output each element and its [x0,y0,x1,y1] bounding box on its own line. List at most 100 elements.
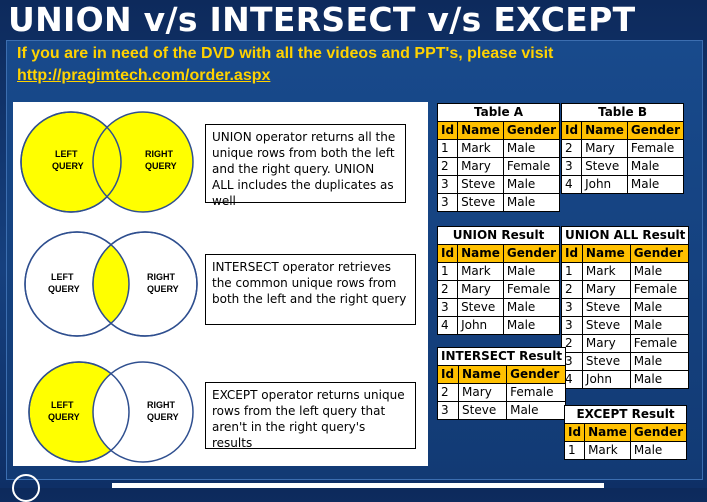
table-cell: Male [629,441,688,460]
svg-text:RIGHT: RIGHT [147,272,176,282]
page-title: UNION v/s INTERSECT v/s EXCEPT [8,0,636,39]
column-header: Id [436,365,460,384]
table-cell: 3 [436,193,459,212]
table-cell: 4 [436,316,459,335]
table-cell: 1 [436,139,459,158]
table-cell: Steve [457,175,504,194]
table-cell: Male [629,262,690,281]
table-cell: Mark [457,139,504,158]
column-header: Id [436,244,459,263]
promo-block: If you are in need of the DVD with all t… [17,43,553,87]
table-caption: Table A [436,103,561,122]
table-cell: 3 [436,401,460,420]
column-header: Id [436,121,459,140]
table-cell: 3 [560,157,583,176]
table-caption: Table B [560,103,685,122]
venn-except: LEFT QUERY RIGHT QUERY [28,361,194,463]
table-cell: 2 [436,280,459,299]
column-header: Name [581,121,628,140]
table-cell: 3 [436,298,459,317]
table-cell: Mary [458,383,508,402]
svg-text:QUERY: QUERY [48,284,80,294]
except-description: EXCEPT operator returns unique rows from… [205,382,416,450]
column-header: Gender [629,244,690,263]
table-cell: Female [502,157,561,176]
union-description: UNION operator returns all the unique ro… [205,124,406,208]
table-cell: Steve [581,352,631,371]
column-header: Id [561,244,583,263]
table-cell: Male [626,157,685,176]
table-cell: John [581,175,628,194]
circle-icon [12,474,40,502]
table-cell: Female [502,280,561,299]
table-cell: Male [502,139,561,158]
promo-link[interactable]: http://pragimtech.com/order.aspx [17,67,271,84]
column-header: Id [563,423,586,442]
table-cell: Mary [457,280,504,299]
table-cell: 2 [561,334,583,353]
table-cell: 2 [436,157,459,176]
table-cell: 1 [561,262,583,281]
table-cell: Mark [581,262,631,281]
table-cell: Steve [581,157,628,176]
column-header: Id [560,121,583,140]
table-cell: Mary [581,139,628,158]
table-caption: UNION ALL Result [560,226,690,245]
svg-text:QUERY: QUERY [147,412,179,422]
table-cell: Male [506,401,567,420]
svg-text:LEFT: LEFT [51,400,74,410]
table-cell: Female [629,334,690,353]
table-cell: Male [629,370,690,389]
intersect-description: INTERSECT operator retrieves the common … [205,254,416,325]
svg-text:QUERY: QUERY [52,161,84,171]
column-header: Name [581,244,631,263]
table-cell: Male [502,175,561,194]
table-cell: Male [502,193,561,212]
table-cell: Steve [581,298,631,317]
table-cell: Mary [457,157,504,176]
table-cell: Mary [581,280,631,299]
table-cell: Steve [457,298,504,317]
table-cell: Male [502,298,561,317]
venn-intersect: LEFT QUERY RIGHT QUERY [24,231,198,337]
table-cell: Male [502,262,561,281]
table-cell: Female [629,280,690,299]
table-cell: Mark [457,262,504,281]
svg-text:QUERY: QUERY [147,284,179,294]
table-cell: Steve [457,193,504,212]
table-caption: INTERSECT Result [436,347,567,366]
column-header: Gender [506,365,567,384]
venn-left-label: LEFT [55,149,78,159]
column-header: Gender [502,121,561,140]
table-cell: 3 [561,316,583,335]
column-header: Name [584,423,631,442]
table-cell: Steve [581,316,631,335]
column-header: Name [457,244,504,263]
promo-text: If you are in need of the DVD with all t… [17,45,554,62]
table-cell: Female [506,383,567,402]
table-cell: 2 [436,383,460,402]
